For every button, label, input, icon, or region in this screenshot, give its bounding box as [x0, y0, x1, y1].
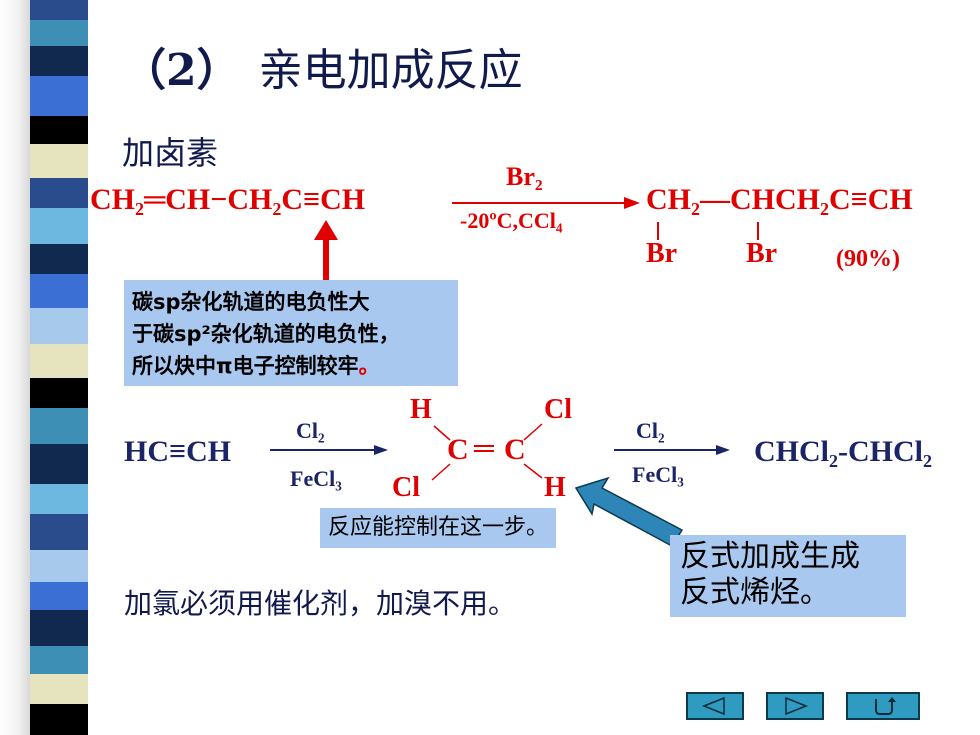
section-subtitle: 加卤素: [122, 134, 219, 172]
reaction2-reagent2-top: Cl₂: [636, 418, 665, 443]
reaction1-reactant: CH₂═CH−CH₂C≡CH: [90, 183, 366, 216]
atom-c-right: C: [504, 433, 526, 466]
atom-cl-top: Cl: [544, 394, 572, 425]
reaction2-arrow1: [270, 445, 388, 455]
title-text: 亲电加成反应: [258, 45, 523, 96]
catalyst-note: 加氯必须用催化剂，加溴不用。: [124, 587, 517, 620]
note-electronegativity: 碳sp杂化轨道的电负性大 于碳sp²杂化轨道的电负性， 所以炔中π电子控制较牢。: [124, 280, 458, 386]
note3-line1: 反式加成生成: [680, 539, 860, 574]
return-button[interactable]: [846, 692, 920, 720]
reaction1-reagent-top: Br₂: [506, 162, 543, 191]
note1-line3: 所以炔中π电子控制较牢。: [132, 354, 380, 378]
next-slide-button[interactable]: [766, 692, 824, 720]
note-control-step: 反应能控制在这一步。: [320, 508, 557, 548]
triangle-right-icon: [785, 696, 809, 716]
reaction1-br-right: Br: [746, 238, 778, 269]
slide-title: （2） 亲电加成反应: [122, 34, 523, 98]
reaction1-reagent-bottom: -20ºC,CCl₄: [460, 208, 563, 233]
note1-line1: 碳sp杂化轨道的电负性大: [132, 290, 370, 314]
stripe-edge: [0, 0, 30, 735]
decorative-stripe-bar: [0, 0, 96, 735]
dichloroethene-bonds: [431, 423, 543, 481]
atom-cl-bottom: Cl: [392, 472, 420, 503]
reaction2-reagent2-bottom: FeCl₃: [632, 462, 684, 487]
title-number: （2）: [122, 45, 241, 96]
atom-c-left: C: [447, 433, 469, 466]
reaction2-product: CHCl₂-CHCl₂: [754, 435, 932, 468]
red-up-arrow: [314, 220, 338, 280]
triangle-left-icon: [701, 696, 725, 716]
reaction1-yield: (90%): [836, 246, 900, 272]
note3-line2: 反式烯烃。: [680, 575, 830, 610]
reaction1-bond-lines: [657, 222, 759, 240]
reaction2-reactant: HC≡CH: [124, 435, 232, 468]
reaction2-reagent1-top: Cl₂: [296, 418, 325, 443]
double-bond: ═: [474, 433, 494, 464]
atom-h-top: H: [410, 394, 432, 425]
atom-h-bottom: H: [544, 472, 566, 503]
note-trans-addition: 反式加成生成 反式烯烃。: [670, 535, 906, 617]
reaction2-reagent1-bottom: FeCl₃: [290, 466, 342, 491]
note1-line2: 于碳sp²杂化轨道的电负性，: [132, 322, 400, 346]
reaction1-arrow: [452, 197, 640, 209]
reaction1-br-left: Br: [646, 238, 678, 269]
reaction2-arrow2: [614, 445, 730, 455]
return-arrow-icon: [875, 697, 896, 715]
reaction1-product: CH₂—CHCH₂C≡CH: [646, 183, 913, 216]
prev-slide-button[interactable]: [686, 692, 744, 720]
